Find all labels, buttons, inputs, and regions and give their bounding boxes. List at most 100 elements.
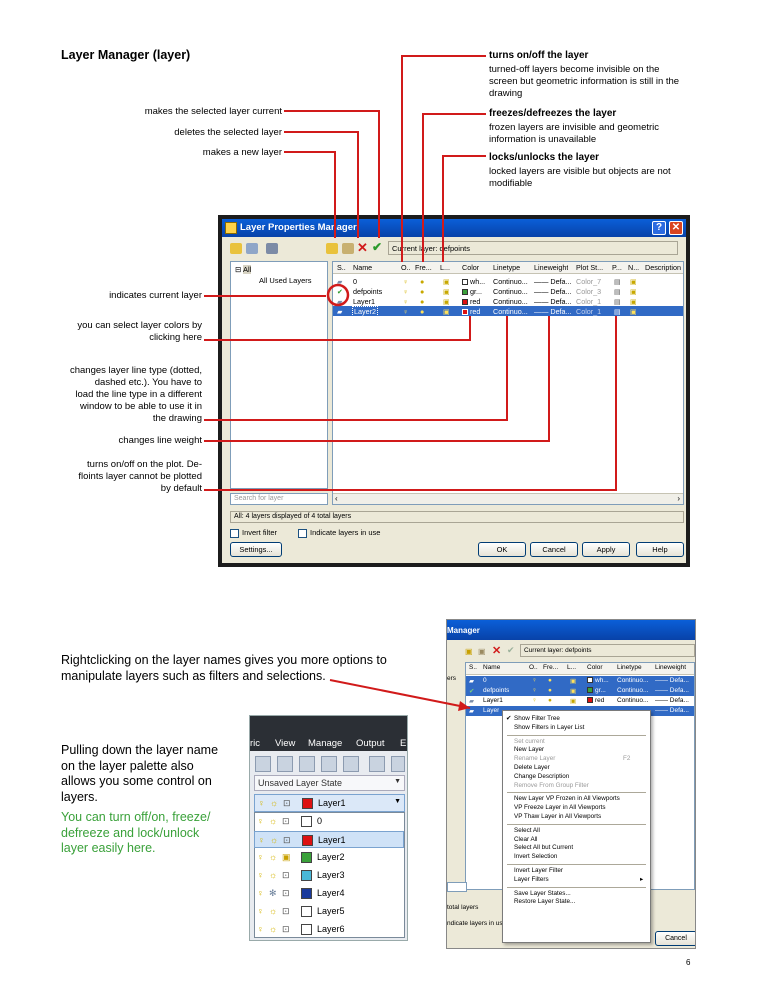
lightbulb-icon[interactable]: ♀: [403, 287, 409, 296]
lightbulb-icon[interactable]: ♀: [532, 687, 537, 694]
col-description[interactable]: Description: [645, 263, 681, 272]
unlock-icon[interactable]: ⊡: [282, 888, 290, 898]
col-status[interactable]: S..: [469, 664, 477, 671]
context-menu-item[interactable]: Show Filters in Layer List: [514, 723, 585, 731]
match-layer-icon[interactable]: [321, 756, 337, 772]
context-menu-item[interactable]: VP Freeze Layer in All Viewports: [514, 804, 606, 812]
help-button[interactable]: Help: [636, 542, 684, 557]
layer-linetype[interactable]: Continuo...: [617, 677, 649, 684]
col-plot[interactable]: P...: [612, 263, 622, 272]
sun-icon[interactable]: ●: [548, 697, 552, 704]
color-swatch[interactable]: [301, 852, 312, 863]
col-color[interactable]: Color: [587, 664, 603, 671]
context-menu-item[interactable]: VP Thaw Layer in All Viewports: [514, 813, 602, 820]
new-vp-layer-icon[interactable]: ▣: [478, 647, 486, 656]
context-menu-item[interactable]: Invert Layer Filter: [514, 867, 563, 874]
col-name[interactable]: Name: [353, 263, 373, 272]
layer-lineweight[interactable]: —— Defa...: [655, 707, 689, 714]
context-menu-item[interactable]: Layer Filters: [514, 875, 549, 883]
layer-dropdown[interactable]: ♀ ☼ ⊡ Layer1 ▼: [254, 794, 405, 812]
layer-linetype[interactable]: Continuo...: [617, 687, 649, 694]
color-swatch[interactable]: [302, 798, 313, 809]
sun-icon[interactable]: ●: [548, 687, 552, 694]
set-current-icon[interactable]: ✔: [507, 645, 515, 655]
list-item[interactable]: ♀ ☼ ⊡ Layer5: [254, 903, 404, 920]
lock-icon[interactable]: ▣: [443, 277, 450, 286]
isolate-icon[interactable]: [369, 756, 385, 772]
col-lineweight[interactable]: Lineweight: [655, 664, 687, 671]
unlock-icon[interactable]: ⊡: [282, 816, 290, 826]
col-name[interactable]: Name: [483, 664, 501, 671]
col-newvp[interactable]: N...: [628, 263, 640, 272]
layer-lineweight[interactable]: —— Defa...: [655, 677, 689, 684]
col-lineweight[interactable]: Lineweight: [534, 263, 569, 272]
col-on[interactable]: O..: [401, 263, 411, 272]
new-layer-icon[interactable]: ▣: [465, 647, 473, 656]
col-lock[interactable]: L...: [440, 263, 450, 272]
menu-output[interactable]: Output: [356, 738, 385, 749]
layer-lineweight[interactable]: —— Defa...: [655, 687, 689, 694]
menu-ric[interactable]: ric: [250, 738, 261, 749]
table-scrollbar[interactable]: ‹ ›: [333, 493, 683, 504]
sun-icon[interactable]: ☼: [269, 870, 278, 880]
sun-icon[interactable]: ☼: [270, 798, 279, 808]
col-linetype[interactable]: Linetype: [617, 664, 642, 671]
layer-color[interactable]: wh...: [462, 277, 485, 286]
sun-icon[interactable]: ●: [548, 677, 552, 684]
context-menu-item[interactable]: Save Layer States...: [514, 889, 571, 897]
printer-icon[interactable]: ▤: [614, 297, 621, 306]
lock-icon[interactable]: ▣: [443, 297, 450, 306]
table-row[interactable]: ▰ 0 ♀ ● ▣ wh... Continuo... —— Defa...: [466, 676, 694, 686]
lightbulb-icon[interactable]: ♀: [257, 906, 264, 916]
context-menu-item[interactable]: Restore Layer State...: [514, 898, 576, 906]
list-item[interactable]: ♀ ☼ ⊡ Layer1: [254, 831, 404, 848]
layer-linetype[interactable]: Continuo...: [493, 297, 528, 306]
table-row[interactable]: ▰ Layer1 ♀ ● ▣ red Continuo... —— Defa..…: [466, 696, 694, 706]
table-row[interactable]: ▰ Layer2 ♀ ● ▣ red Continuo... —— Defa..…: [333, 306, 683, 317]
printer-icon[interactable]: ▤: [614, 277, 621, 286]
lightbulb-icon[interactable]: ♀: [403, 307, 409, 316]
unlock-icon[interactable]: ⊡: [282, 906, 290, 916]
unlock-icon[interactable]: ⊡: [282, 870, 290, 880]
layer-color[interactable]: gr...: [587, 687, 606, 694]
lightbulb-icon[interactable]: ♀: [403, 297, 409, 306]
unlock-icon[interactable]: ⊡: [283, 835, 291, 845]
search-layer-input[interactable]: Search for layer: [230, 493, 328, 505]
snowflake-icon[interactable]: ✻: [269, 888, 277, 898]
lightbulb-icon[interactable]: ♀: [258, 835, 265, 845]
layer-color[interactable]: red: [462, 307, 480, 316]
lightbulb-icon[interactable]: ♀: [257, 816, 264, 826]
apply-button[interactable]: Apply: [582, 542, 630, 557]
unisolate-icon[interactable]: [391, 756, 405, 772]
tree-root[interactable]: ⊟ All: [235, 265, 252, 274]
list-item[interactable]: ♀ ☼ ⊡ Layer3: [254, 867, 404, 884]
layer-lineweight[interactable]: —— Defa...: [534, 287, 572, 296]
cancel-button[interactable]: Cancel: [530, 542, 578, 557]
invert-filter-checkbox[interactable]: [230, 529, 239, 538]
newvp-icon[interactable]: ▣: [630, 297, 637, 306]
layer-state-icon[interactable]: [277, 756, 293, 772]
group-filter-icon[interactable]: [246, 243, 258, 254]
lightbulb-icon[interactable]: ♀: [532, 677, 537, 684]
layer-linetype[interactable]: Continuo...: [493, 277, 528, 286]
table-row[interactable]: ✔ defpoints ♀ ● ▣ gr... Continuo... —— D…: [466, 686, 694, 696]
context-menu-item[interactable]: Show Filter Tree: [514, 715, 560, 722]
indicate-layers-checkbox[interactable]: [298, 529, 307, 538]
lightbulb-icon[interactable]: ♀: [532, 697, 537, 704]
newvp-icon[interactable]: ▣: [630, 277, 637, 286]
col-linetype[interactable]: Linetype: [493, 263, 521, 272]
new-filter-icon[interactable]: [230, 243, 242, 254]
lightbulb-icon[interactable]: ♀: [257, 852, 264, 862]
tree-child[interactable]: All Used Layers: [259, 276, 312, 285]
scroll-right-icon[interactable]: ›: [677, 494, 680, 503]
newvp-icon[interactable]: ▣: [630, 307, 637, 316]
table-row[interactable]: ✔ defpoints ♀ ● ▣ gr... Continuo... —— D…: [333, 286, 683, 296]
layer-linetype[interactable]: Continuo...: [493, 287, 528, 296]
lock-icon[interactable]: ▣: [443, 287, 450, 296]
printer-icon[interactable]: ▤: [614, 307, 621, 316]
sun-icon[interactable]: ●: [420, 287, 425, 296]
new-vp-layer-icon[interactable]: [342, 243, 354, 254]
layer-props-icon[interactable]: [255, 756, 271, 772]
context-menu-item[interactable]: Select All: [514, 826, 540, 834]
color-swatch[interactable]: [301, 924, 312, 935]
